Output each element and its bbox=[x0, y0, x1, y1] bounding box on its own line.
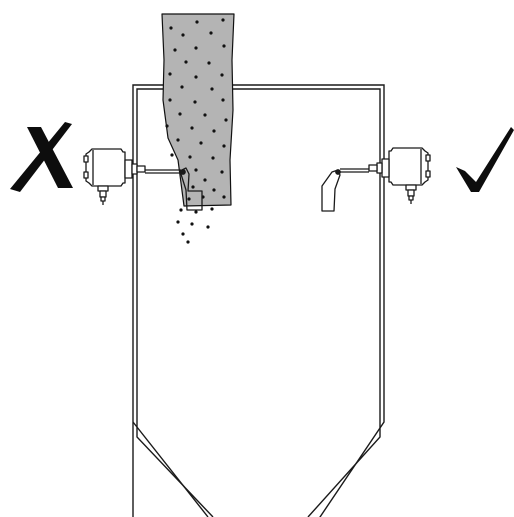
material-flow bbox=[161, 13, 235, 244]
left-switch-paddle bbox=[179, 167, 203, 211]
right-level-switch bbox=[321, 147, 431, 212]
right-switch-housing bbox=[388, 147, 429, 186]
material-column bbox=[161, 13, 235, 207]
left-level-switch bbox=[83, 148, 203, 211]
right-switch-paddle bbox=[321, 169, 341, 212]
silo-inner-wall bbox=[136, 88, 381, 517]
cross-mark-icon bbox=[10, 122, 73, 192]
silo-outer-wall bbox=[132, 84, 385, 517]
material-particles bbox=[165, 18, 228, 244]
silo-outline bbox=[132, 84, 385, 517]
left-switch-housing bbox=[85, 148, 126, 187]
check-mark-icon bbox=[456, 127, 514, 192]
